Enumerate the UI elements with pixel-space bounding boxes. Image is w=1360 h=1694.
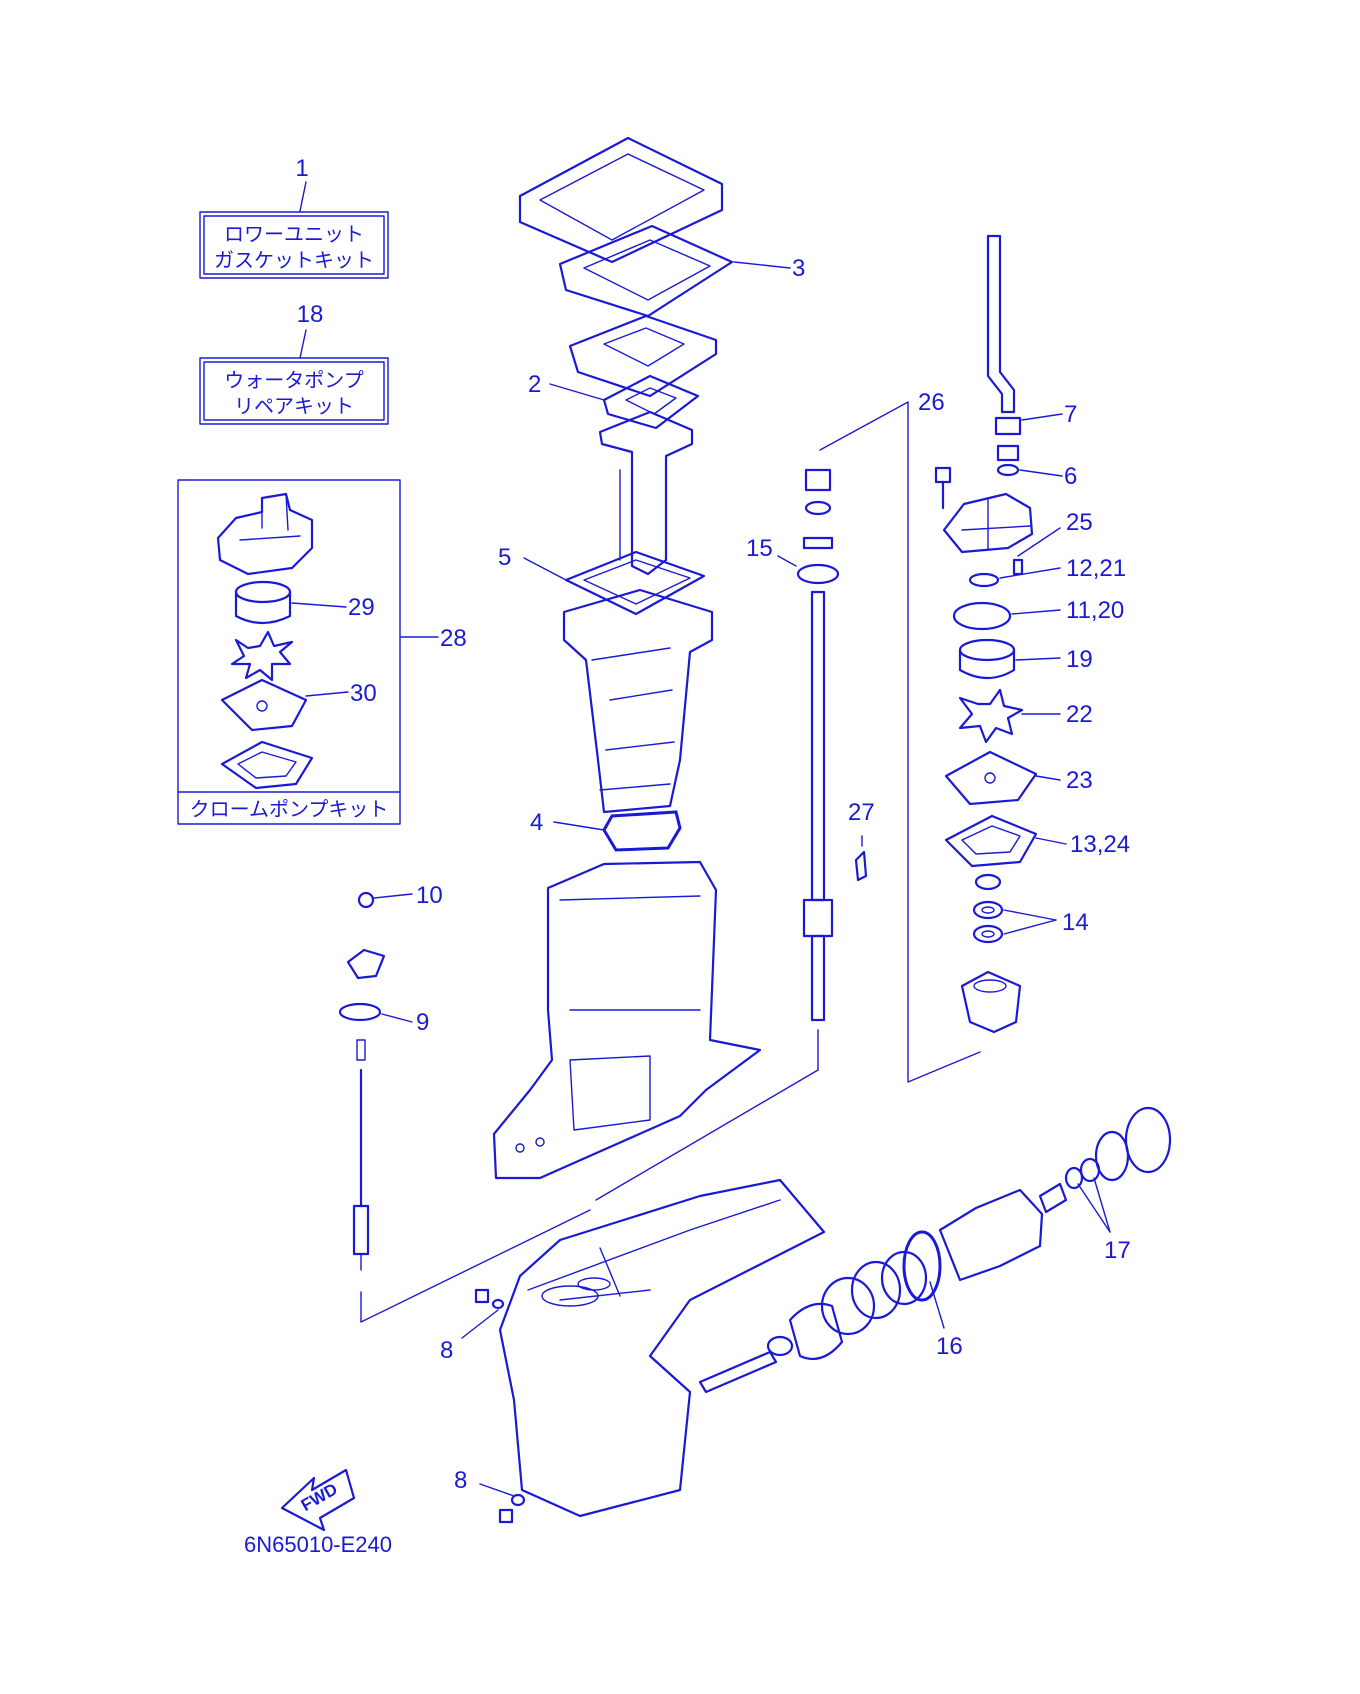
callout-9: 9 — [416, 1009, 429, 1036]
gasket-4 — [602, 810, 682, 852]
shift-rod-end — [352, 1204, 370, 1256]
propeller-shaft-housing — [938, 1188, 1044, 1282]
callout-2: 2 — [528, 371, 541, 398]
ref-label-28: 28 — [440, 625, 467, 652]
outer-plate-23 — [944, 750, 1038, 806]
gasket-kit-box: 1 ロワーユニット ガスケットキット — [199, 155, 389, 279]
water-tube — [986, 234, 1016, 414]
water-pump-kit-line1: ウォータポンプ — [224, 368, 363, 392]
exhaust-guide-plate — [568, 314, 718, 398]
key-27 — [854, 850, 868, 882]
impeller-icon — [230, 630, 294, 682]
pump-housing-icon — [216, 492, 314, 576]
callout-23: 23 — [1066, 767, 1093, 794]
propeller-shaft-assembly — [698, 1106, 1172, 1394]
callout-8-upper: 8 — [440, 1337, 453, 1364]
callout-4: 4 — [530, 809, 543, 836]
thrust-washer — [766, 1335, 794, 1357]
leader-line — [299, 329, 307, 359]
ring-nut-outer — [1124, 1106, 1172, 1174]
forward-gear — [788, 1302, 844, 1360]
upper-casing-assembly — [518, 136, 724, 264]
callout-3: 3 — [792, 255, 805, 282]
drain-screw-8a — [474, 1288, 505, 1310]
callout-8-lower: 8 — [454, 1467, 467, 1494]
ring-nut — [1094, 1130, 1130, 1182]
assembly-line — [360, 1209, 591, 1323]
callout-11-20: 11,20 — [1066, 597, 1124, 624]
washer — [804, 500, 832, 516]
upper-casing — [492, 860, 762, 1180]
callout-12-21: 12,21 — [1066, 555, 1126, 582]
seal — [802, 536, 834, 550]
nut-10 — [357, 891, 375, 909]
ref-label-1: 1 — [295, 155, 308, 182]
driveshaft-assembly — [777, 468, 840, 1022]
oil-seal-17a — [1064, 1166, 1084, 1190]
drain-screw-8b — [498, 1493, 526, 1524]
gasket-3 — [558, 224, 791, 318]
callout-22: 22 — [1066, 701, 1093, 728]
callout-27: 27 — [848, 799, 875, 826]
callout-6: 6 — [1064, 463, 1077, 490]
seal-ring-11-20 — [952, 601, 1012, 631]
gasket-kit-line2: ガスケットキット — [214, 248, 374, 272]
chrome-pump-kit-box: クロームポンプキット 28 29 30 — [177, 479, 467, 825]
gasket-13-24 — [944, 814, 1038, 868]
leader-line — [299, 181, 307, 212]
seals-14 — [972, 873, 1004, 944]
bolt-26 — [934, 466, 952, 510]
bearing — [820, 1276, 876, 1336]
o-ring-16 — [902, 1230, 942, 1302]
impeller-housing-cup-icon — [234, 580, 292, 625]
callout-14: 14 — [1062, 909, 1089, 936]
chrome-pump-kit-label: クロームポンプキット — [190, 797, 389, 821]
insert-cartridge-19 — [958, 638, 1016, 680]
gasket-kit-line1: ロワーユニット — [224, 222, 364, 246]
o-ring-12-21 — [968, 572, 1000, 588]
pin-25 — [1012, 558, 1024, 576]
needle-bearing — [1038, 1182, 1068, 1214]
assembly-line — [595, 1069, 819, 1201]
gasket-icon — [220, 740, 314, 790]
callout-25: 25 — [1066, 509, 1093, 536]
water-pump-kit-box: 18 ウォータポンプ リペアキット — [199, 301, 389, 425]
exhaust-extension — [562, 588, 714, 814]
grommet-6 — [996, 444, 1020, 477]
callout-30: 30 — [350, 680, 377, 707]
water-pump-kit-line2: リペアキット — [234, 394, 354, 418]
callout-10: 10 — [416, 882, 443, 909]
ref-label-18: 18 — [297, 301, 324, 328]
callout-26: 26 — [918, 389, 945, 416]
callout-16: 16 — [936, 1333, 963, 1360]
shift-lever — [346, 948, 386, 980]
assembly-line — [819, 401, 981, 1083]
fwd-arrow-icon: FWD — [280, 1468, 356, 1532]
pump-housing — [942, 492, 1034, 554]
callout-15: 15 — [746, 535, 773, 562]
callout-17: 17 — [1104, 1237, 1131, 1264]
callout-7: 7 — [1064, 401, 1077, 428]
clutch-dog — [850, 1260, 902, 1320]
gasket-2 — [602, 374, 700, 430]
propeller-shaft — [698, 1350, 778, 1394]
outer-plate-icon — [220, 678, 308, 732]
driveshaft — [810, 590, 826, 902]
shift-rod-assembly — [338, 891, 413, 1271]
bushing — [804, 468, 832, 492]
o-ring-15 — [796, 563, 840, 585]
callout-19: 19 — [1066, 646, 1093, 673]
oil-seal-housing — [960, 970, 1022, 1034]
exhaust-manifold — [598, 410, 694, 576]
impeller-22 — [958, 688, 1024, 744]
lower-casing — [498, 1178, 826, 1518]
callout-13-24: 13,24 — [1070, 831, 1130, 858]
callout-5: 5 — [498, 544, 511, 571]
callout-29: 29 — [348, 594, 375, 621]
o-ring-9 — [338, 1002, 382, 1022]
diagram-code: 6N65010-E240 — [244, 1532, 392, 1557]
grommet-7 — [994, 416, 1022, 436]
